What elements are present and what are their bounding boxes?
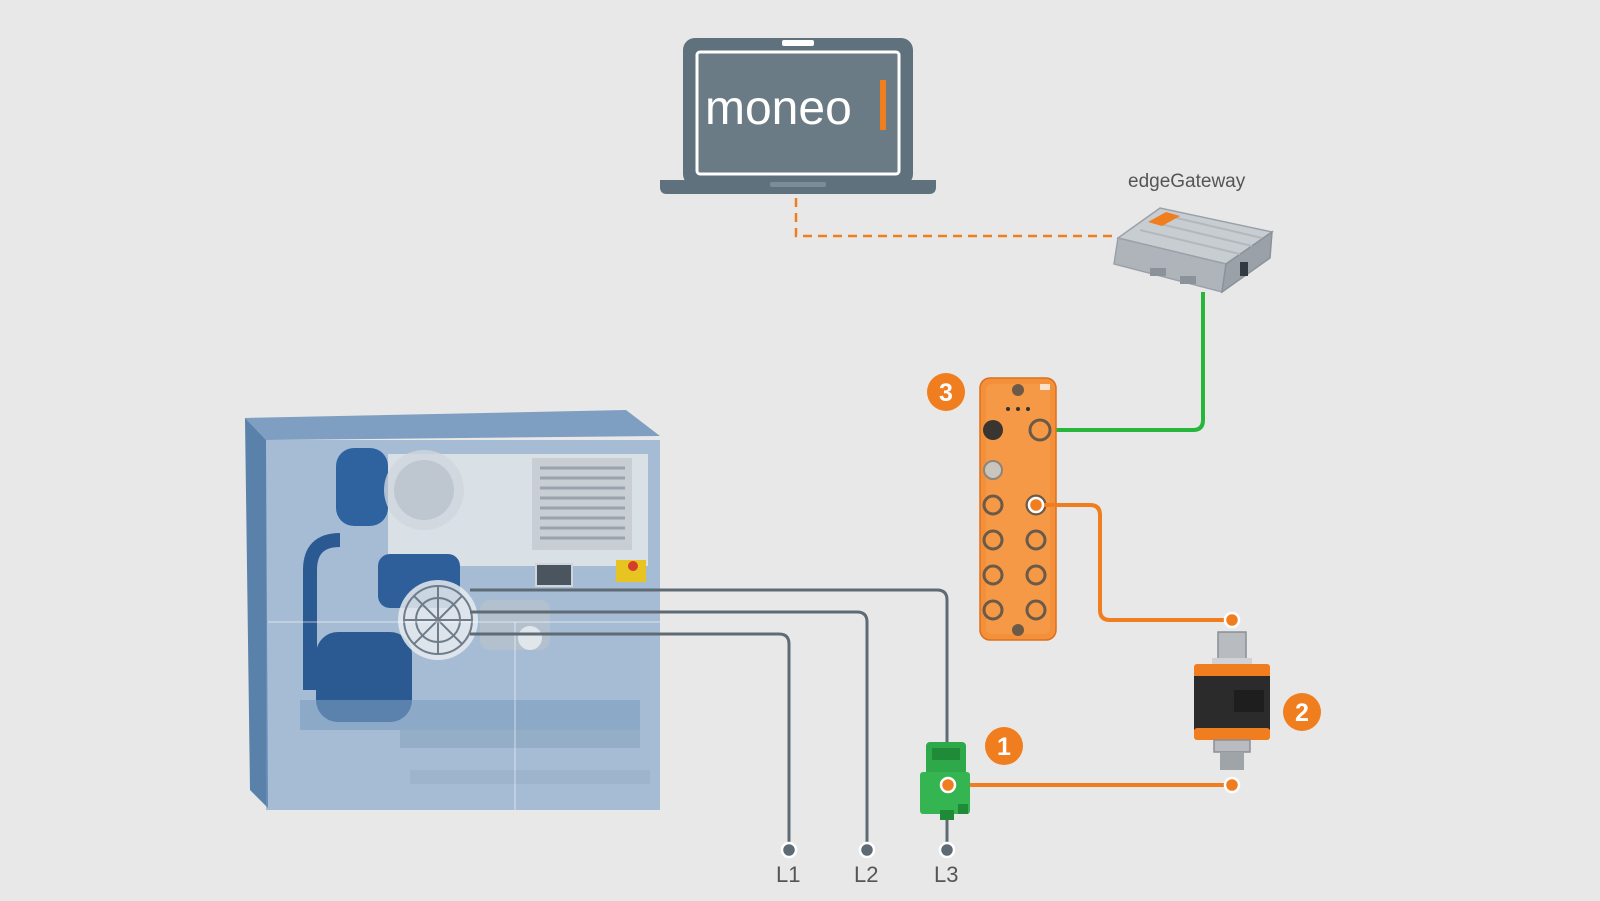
orange-cable-endpoint-current-sensor: [939, 776, 957, 794]
phase-l1-terminal: [780, 841, 798, 859]
phase-l3-label: L3: [934, 862, 958, 887]
io-link-converter: [1194, 631, 1270, 770]
emergency-stop-plate: [616, 560, 646, 582]
io-link-master: [979, 377, 1057, 641]
edge-gateway-label: edgeGateway: [1128, 171, 1246, 192]
power-cable-l3-upper: [470, 588, 949, 748]
moneo-logo-text: moneo: [705, 82, 852, 135]
gateway-port-icon: [1240, 262, 1248, 276]
current-sensor: [920, 742, 970, 820]
phase-l2-label: L2: [854, 862, 878, 887]
orange-cable-endpoint-sensor-top: [1223, 611, 1241, 629]
phase-l2-terminal: [858, 841, 876, 859]
phase-l1-label: L1: [776, 862, 800, 887]
gateway-orange-tag: [1148, 212, 1180, 226]
green-fieldbus-cable: [1040, 292, 1205, 432]
power-cable-l1: [470, 632, 791, 850]
laptop-trackpad-notch: [770, 182, 826, 187]
phase-l3-terminal: [938, 841, 956, 859]
moneo-logo-cursor: [880, 80, 886, 130]
mount-hole-top: [1012, 384, 1024, 396]
laptop-webcam-notch: [782, 40, 814, 46]
orange-io-link-cable-upper: [1036, 503, 1232, 622]
emergency-stop-button: [628, 561, 638, 571]
laptop-screen: [695, 50, 901, 176]
badge-1: 1: [985, 727, 1023, 765]
orange-cable-endpoint-master: [1027, 496, 1045, 514]
motor-body: [316, 632, 412, 722]
mount-hole-bottom: [1012, 624, 1024, 636]
ethernet-link-dashed: [794, 198, 1118, 238]
machine-display: [535, 563, 573, 587]
edge-gateway-device: [1113, 207, 1274, 294]
badge-3: 3: [927, 373, 965, 411]
power-cable-l2: [470, 610, 869, 850]
badge-2: 2: [1283, 693, 1321, 731]
badge-2-number: 2: [1295, 699, 1309, 727]
badge-1-number: 1: [997, 733, 1011, 761]
air-filter-tank: [336, 448, 388, 526]
badge-3-number: 3: [939, 379, 953, 407]
orange-cable-endpoint-sensor-bottom: [1223, 776, 1241, 794]
compressor-machine: [245, 410, 660, 810]
power-port: [983, 460, 1003, 480]
laptop: moneo: [660, 38, 936, 194]
port-x21: [983, 420, 1003, 440]
